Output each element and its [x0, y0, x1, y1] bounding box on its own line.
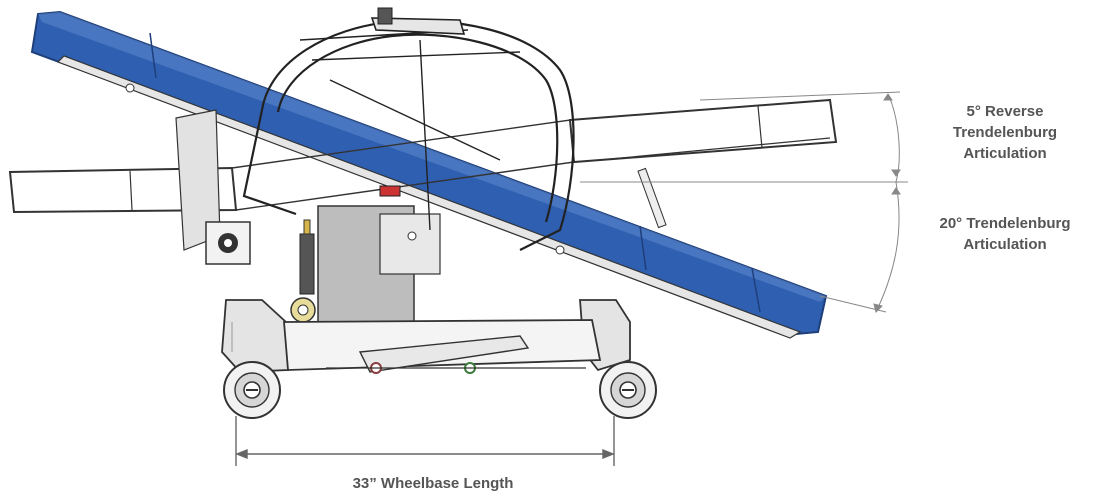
trendelenburg-line-1: 20° Trendelenburg — [939, 215, 1071, 232]
base-chassis — [221, 299, 631, 374]
caster-wheel-right — [599, 361, 657, 419]
caster-wheel-left — [223, 361, 281, 419]
wheelbase-length-label: 33” Wheelbase Length — [352, 475, 514, 492]
tilted-mattress — [30, 10, 828, 339]
column-housing — [175, 109, 441, 327]
reverse-trendelenburg-label: 5° Reverse Trendelenburg Articulation — [920, 101, 1090, 164]
reverse-trendelenburg-line-2: Trendelenburg — [952, 124, 1058, 141]
reverse-trendelenburg-line-3: Articulation — [963, 145, 1047, 162]
angle-dimension-lines — [580, 91, 908, 313]
headboard-frame — [242, 7, 575, 251]
trendelenburg-line-2: Articulation — [963, 236, 1047, 253]
trendelenburg-label: 20° Trendelenburg Articulation — [912, 213, 1097, 255]
reverse-trendelenburg-line-1: 5° Reverse — [966, 103, 1044, 120]
wheelbase-dimension-line — [235, 416, 615, 466]
